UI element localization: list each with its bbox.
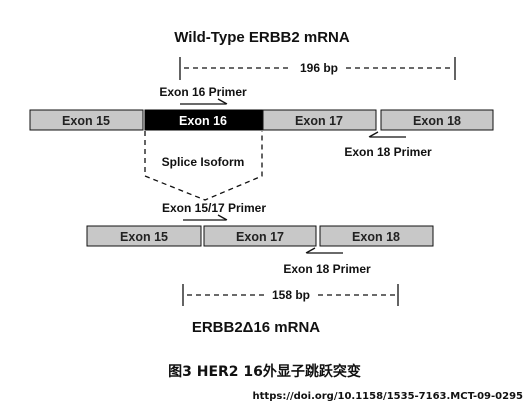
wt-exon-16-box (144, 109, 263, 131)
wt-exon-16-label: Exon 16 (179, 114, 227, 128)
wild-type-title: Wild-Type ERBB2 mRNA (174, 29, 350, 46)
wt-exon-17-label: Exon 17 (295, 114, 343, 128)
var-exon-17-box (203, 225, 317, 247)
wt-exon-15-box (29, 109, 144, 131)
var-reverse-primer-label: Exon 18 Primer (283, 262, 371, 276)
wt-exon-18-box (380, 109, 494, 131)
var-forward-primer-arrowhead (217, 214, 228, 221)
var-exon-17-label: Exon 17 (236, 230, 284, 244)
splice-isoform-label: Splice Isoform (162, 155, 245, 169)
var-span-label: 158 bp (272, 288, 310, 302)
splice-funnel (144, 131, 263, 201)
var-forward-primer-label: Exon 15/17 Primer (162, 201, 266, 215)
wt-exon-18-label: Exon 18 (413, 114, 461, 128)
wt-span-label: 196 bp (300, 61, 338, 75)
wt-forward-primer-arrowhead (217, 98, 228, 105)
variant-title: ERBB2Δ16 mRNA (192, 319, 320, 336)
var-exon-18-label: Exon 18 (352, 230, 400, 244)
doi-link[interactable]: https://doi.org/10.1158/1535-7163.MCT-09… (252, 391, 523, 402)
var-exon-18-box (319, 225, 434, 247)
wt-reverse-primer-arrowhead (368, 131, 379, 138)
var-exon-15-label: Exon 15 (120, 230, 168, 244)
var-exon-15-box (86, 225, 202, 247)
wt-exon-15-label: Exon 15 (62, 114, 110, 128)
var-reverse-primer-arrowhead (305, 247, 316, 254)
wt-forward-primer-label: Exon 16 Primer (159, 85, 247, 99)
wt-reverse-primer-label: Exon 18 Primer (344, 145, 432, 159)
wt-exon-17-box (262, 109, 377, 131)
figure-caption: 图3 HER2 16外显子跳跃突变 (168, 364, 361, 380)
